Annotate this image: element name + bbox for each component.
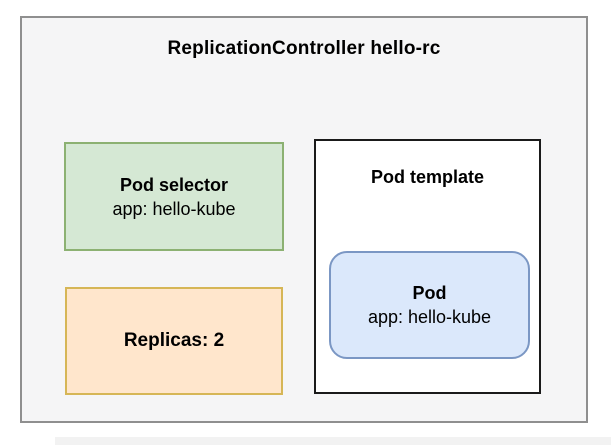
pod-template-title: Pod template [370,167,485,187]
pod-selector-box: Pod selector app: hello-kube [64,142,284,251]
pod-template-box: Pod template Pod app: hello-kube [314,139,541,394]
replication-controller-title: ReplicationController hello-rc [167,38,441,59]
bottom-edge-strip [55,437,611,445]
replication-controller-box: ReplicationController hello-rc Pod selec… [20,16,588,423]
pod-selector-title: Pod selector [119,174,229,195]
pod-title: Pod [412,283,447,303]
pod-label: app: hello-kube [367,307,492,327]
replicas-label: Replicas: 2 [123,330,225,351]
replicas-box: Replicas: 2 [65,287,283,395]
pod-box: Pod app: hello-kube [329,251,530,359]
pod-selector-label: app: hello-kube [112,198,236,219]
